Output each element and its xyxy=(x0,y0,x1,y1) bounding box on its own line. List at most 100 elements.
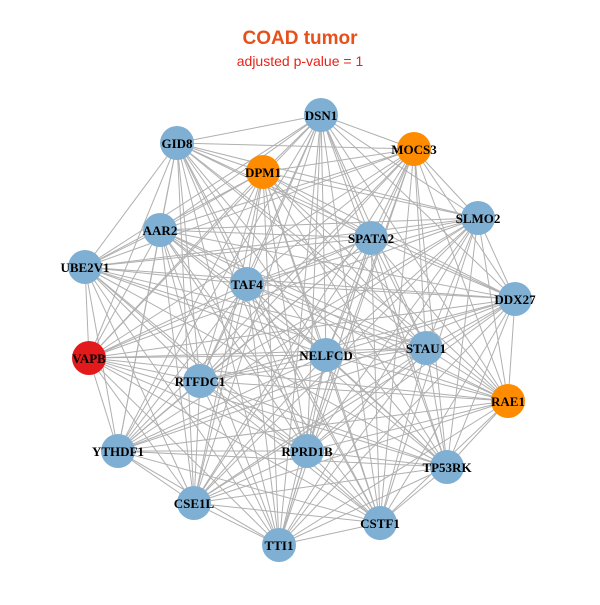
node-rtfdc1[interactable]: RTFDC1 xyxy=(175,364,226,398)
node-circle[interactable] xyxy=(177,486,211,520)
node-label: DPM1 xyxy=(245,165,281,180)
node-dsn1[interactable]: DSN1 xyxy=(304,98,338,132)
node-circle[interactable] xyxy=(498,282,532,316)
edge-dsn1-ddx27 xyxy=(320,114,516,300)
node-circle[interactable] xyxy=(363,506,397,540)
edge-dpm1-taf4 xyxy=(246,171,264,285)
node-label: RTFDC1 xyxy=(175,374,226,389)
edge-mocs3-ythdf1 xyxy=(117,148,415,452)
edge-slmo2-nelfcd xyxy=(325,217,479,356)
edge-mocs3-cstf1 xyxy=(379,148,415,524)
node-gid8[interactable]: GID8 xyxy=(160,126,194,160)
node-ddx27[interactable]: DDX27 xyxy=(494,282,536,316)
node-circle[interactable] xyxy=(397,132,431,166)
node-circle[interactable] xyxy=(183,364,217,398)
edge-gid8-ddx27 xyxy=(176,142,516,300)
edge-stau1-tti1 xyxy=(278,347,427,546)
chart-subtitle: adjusted p-value = 1 xyxy=(236,53,364,69)
edge-taf4-stau1 xyxy=(246,283,427,349)
edge-rtfdc1-ythdf1 xyxy=(117,380,201,452)
node-circle[interactable] xyxy=(309,338,343,372)
edge-ube2v1-tti1 xyxy=(84,266,280,546)
edge-ube2v1-nelfcd xyxy=(84,266,327,356)
edge-mocs3-dpm1 xyxy=(262,148,415,173)
node-circle[interactable] xyxy=(230,267,264,301)
node-circle[interactable] xyxy=(246,155,280,189)
edge-dpm1-rtfdc1 xyxy=(199,171,264,382)
edge-taf4-rprd1b xyxy=(246,283,308,452)
node-ube2v1[interactable]: UBE2V1 xyxy=(60,250,110,284)
edge-dpm1-cse1l xyxy=(193,171,264,504)
edge-rtfdc1-tti1 xyxy=(199,380,280,546)
edge-gid8-tti1 xyxy=(176,142,280,546)
node-label: MOCS3 xyxy=(391,142,437,157)
node-label: DDX27 xyxy=(494,292,536,307)
node-circle[interactable] xyxy=(290,434,324,468)
node-ythdf1[interactable]: YTHDF1 xyxy=(92,434,144,468)
edge-rtfdc1-rae1 xyxy=(199,380,509,402)
node-stau1[interactable]: STAU1 xyxy=(406,331,446,365)
node-dpm1[interactable]: DPM1 xyxy=(245,155,281,189)
edge-rprd1b-cstf1 xyxy=(306,450,381,524)
node-slmo2[interactable]: SLMO2 xyxy=(456,201,501,235)
node-cstf1[interactable]: CSTF1 xyxy=(360,506,400,540)
node-nelfcd[interactable]: NELFCD xyxy=(299,338,353,372)
node-circle[interactable] xyxy=(430,450,464,484)
node-cse1l[interactable]: CSE1L xyxy=(174,486,215,520)
edge-ube2v1-rtfdc1 xyxy=(84,266,201,382)
edge-gid8-rae1 xyxy=(176,142,509,402)
edge-nelfcd-tp53rk xyxy=(325,354,448,468)
edge-ythdf1-tp53rk xyxy=(117,450,448,468)
node-label: VAPB xyxy=(72,351,106,366)
edge-ddx27-vapb xyxy=(88,298,516,359)
node-circle[interactable] xyxy=(160,126,194,160)
node-label: TTI1 xyxy=(265,538,294,553)
edge-ube2v1-rprd1b xyxy=(84,266,308,452)
node-rae1[interactable]: RAE1 xyxy=(491,384,525,418)
node-spata2[interactable]: SPATA2 xyxy=(348,221,394,255)
edge-ythdf1-cstf1 xyxy=(117,450,381,524)
node-vapb[interactable]: VAPB xyxy=(72,341,106,375)
node-mocs3[interactable]: MOCS3 xyxy=(391,132,437,166)
node-tp53rk[interactable]: TP53RK xyxy=(422,450,472,484)
edge-ddx27-rtfdc1 xyxy=(199,298,516,382)
node-circle[interactable] xyxy=(101,434,135,468)
node-circle[interactable] xyxy=(354,221,388,255)
node-rprd1b[interactable]: RPRD1B xyxy=(281,434,333,468)
node-circle[interactable] xyxy=(262,528,296,562)
node-label: AAR2 xyxy=(143,223,178,238)
node-circle[interactable] xyxy=(68,250,102,284)
edge-gid8-rtfdc1 xyxy=(176,142,201,382)
node-circle[interactable] xyxy=(409,331,443,365)
edge-taf4-rae1 xyxy=(246,283,509,402)
edge-mocs3-taf4 xyxy=(246,148,415,285)
edge-taf4-ddx27 xyxy=(246,283,516,300)
node-circle[interactable] xyxy=(491,384,525,418)
node-circle[interactable] xyxy=(72,341,106,375)
edge-aar2-rtfdc1 xyxy=(159,229,201,382)
edge-ddx27-ythdf1 xyxy=(117,298,516,452)
node-circle[interactable] xyxy=(143,213,177,247)
node-taf4[interactable]: TAF4 xyxy=(230,267,264,301)
edge-gid8-ube2v1 xyxy=(84,142,178,268)
node-circle[interactable] xyxy=(461,201,495,235)
edge-slmo2-ube2v1 xyxy=(84,217,479,268)
edge-mocs3-tp53rk xyxy=(413,148,448,468)
edge-ddx27-cstf1 xyxy=(379,298,516,524)
edge-dpm1-tp53rk xyxy=(262,171,448,468)
edge-rtfdc1-rprd1b xyxy=(199,380,308,452)
edge-dsn1-ythdf1 xyxy=(117,114,322,452)
edge-vapb-rae1 xyxy=(88,357,509,402)
edge-tp53rk-tti1 xyxy=(278,466,448,546)
node-tti1[interactable]: TTI1 xyxy=(262,528,296,562)
chart-title: COAD tumor xyxy=(242,28,358,49)
edge-ddx27-nelfcd xyxy=(325,298,516,356)
edge-dsn1-nelfcd xyxy=(320,114,327,356)
node-circle[interactable] xyxy=(304,98,338,132)
edge-taf4-tti1 xyxy=(246,283,280,546)
node-label: SLMO2 xyxy=(456,211,501,226)
edge-dsn1-cstf1 xyxy=(320,114,381,524)
node-aar2[interactable]: AAR2 xyxy=(143,213,178,247)
edge-mocs3-rae1 xyxy=(413,148,509,402)
